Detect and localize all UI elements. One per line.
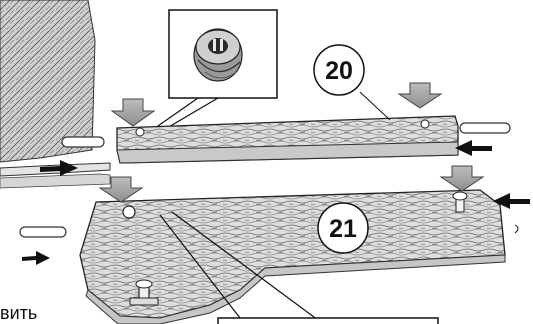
down-arrow-icon [110, 98, 156, 127]
wooden-dowel-icon [61, 136, 105, 148]
right-arrow-icon [40, 160, 78, 176]
side-panel-fragment [0, 0, 111, 189]
part-20-label-circle [313, 44, 365, 96]
instruction-text-fragment: вить [0, 303, 38, 323]
right-arrow-icon [22, 251, 50, 265]
left-arrow-icon [493, 193, 530, 209]
part-21-label-circle [317, 202, 369, 254]
part-20-label: 20 [325, 57, 353, 85]
down-arrow-icon [98, 176, 144, 203]
wooden-dowel-icon [459, 122, 511, 134]
part-21-label: 21 [329, 215, 357, 243]
down-arrow-icon [397, 82, 443, 109]
wooden-dowel-icon [19, 226, 67, 238]
wooden-dowel-icon [514, 224, 519, 234]
cam-bolt-icon [452, 191, 468, 213]
board-upper: 20 [116, 44, 459, 164]
left-arrow-icon [455, 140, 492, 156]
cam-lock-detail-callout [144, 9, 278, 139]
cam-bolt-icon [129, 279, 159, 306]
board-lower: 21 [79, 189, 506, 324]
down-arrow-icon [439, 165, 485, 192]
cam-lock-fitting-icon [193, 28, 243, 82]
